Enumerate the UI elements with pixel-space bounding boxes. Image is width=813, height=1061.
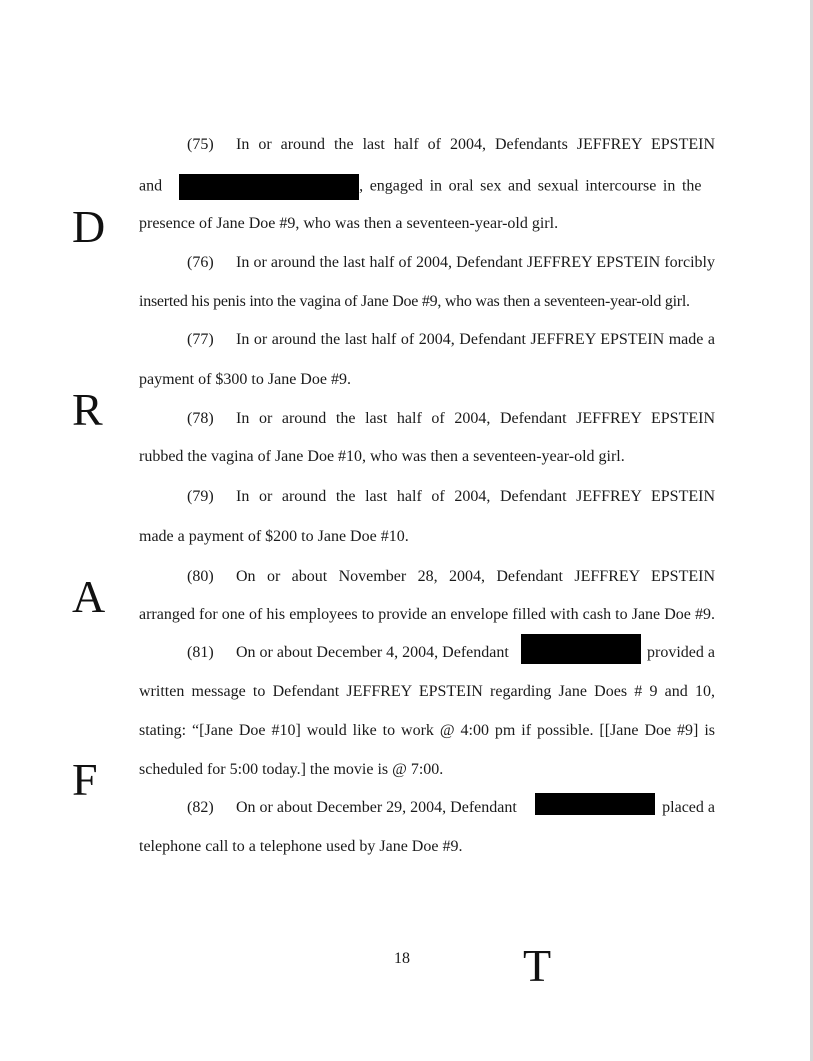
watermark-letter: T [523, 940, 552, 991]
para-text: In or around the last half of 2004, Defe… [236, 136, 715, 153]
para-77-line-2: payment of $300 to Jane Doe #9. [139, 371, 351, 388]
para-text: On or about December 29, 2004, Defendant [236, 799, 517, 816]
para-text: On or about December 4, 2004, Defendant [236, 644, 509, 661]
para-78-line-2: rubbed the vagina of Jane Doe #10, who w… [139, 448, 625, 465]
para-text: In or around the last half of 2004, Defe… [236, 410, 715, 427]
para-75-line-3: presence of Jane Doe #9, who was then a … [139, 215, 559, 232]
para-80-line-1: (80) On or about November 28, 2004, Defen… [187, 567, 715, 587]
para-text: and [139, 177, 163, 195]
page-number: 18 [394, 950, 410, 967]
para-78-line-1: (78) In or around the last half of 2004, … [187, 409, 715, 429]
para-76-line-2: inserted his penis into the vagina of Ja… [139, 293, 690, 310]
para-text: In or around the last half of 2004, Defe… [236, 488, 715, 505]
para-79-line-1: (79) In or around the last half of 2004, … [187, 487, 715, 507]
para-number: (78) [187, 410, 214, 427]
para-82-line-2: telephone call to a telephone used by Ja… [139, 838, 463, 855]
para-number: (80) [187, 568, 214, 585]
para-number: (77) [187, 331, 214, 348]
para-81-line-2: written message to Defendant JEFFREY EPS… [139, 683, 715, 700]
redaction-box [521, 634, 641, 664]
para-81-line-3: stating: “[Jane Doe #10] would like to w… [139, 722, 715, 739]
page-edge [810, 0, 813, 1061]
para-79-line-2: made a payment of $200 to Jane Doe #10. [139, 528, 409, 545]
para-number: (81) [187, 644, 214, 661]
para-80-line-2: arranged for one of his employees to pro… [139, 606, 715, 623]
para-text: , engaged in oral sex and sexual interco… [359, 177, 702, 195]
para-number: (76) [187, 254, 214, 271]
para-number: (75) [187, 136, 214, 153]
para-text: On or about November 28, 2004, Defendant… [236, 568, 715, 585]
para-81-line-4: scheduled for 5:00 today.] the movie is … [139, 761, 444, 778]
para-75-line-2: and , engaged in oral sex and sexual inte… [139, 174, 715, 200]
redaction-box [179, 174, 360, 200]
redaction-box [535, 793, 655, 815]
para-text: provided a [647, 644, 715, 661]
para-76-line-1: (76) In or around the last half of 2004, … [187, 253, 715, 273]
para-text: placed a [662, 799, 715, 816]
watermark-letter: D [72, 201, 106, 252]
para-82-line-1: (82) On or about December 29, 2004, Defen… [187, 793, 715, 818]
para-text: In or around the last half of 2004, Defe… [236, 254, 715, 271]
watermark-letter: F [72, 754, 98, 805]
para-text: In or around the last half of 2004, Defe… [236, 331, 715, 348]
para-81-line-1: (81) On or about December 4, 2004, Defend… [187, 634, 715, 664]
watermark-letter: R [72, 384, 103, 435]
watermark-letter: A [72, 571, 106, 622]
para-77-line-1: (77) In or around the last half of 2004, … [187, 330, 715, 350]
para-75-line-1: (75) In or around the last half of 2004, … [187, 135, 715, 155]
para-number: (82) [187, 799, 214, 816]
para-number: (79) [187, 488, 214, 505]
